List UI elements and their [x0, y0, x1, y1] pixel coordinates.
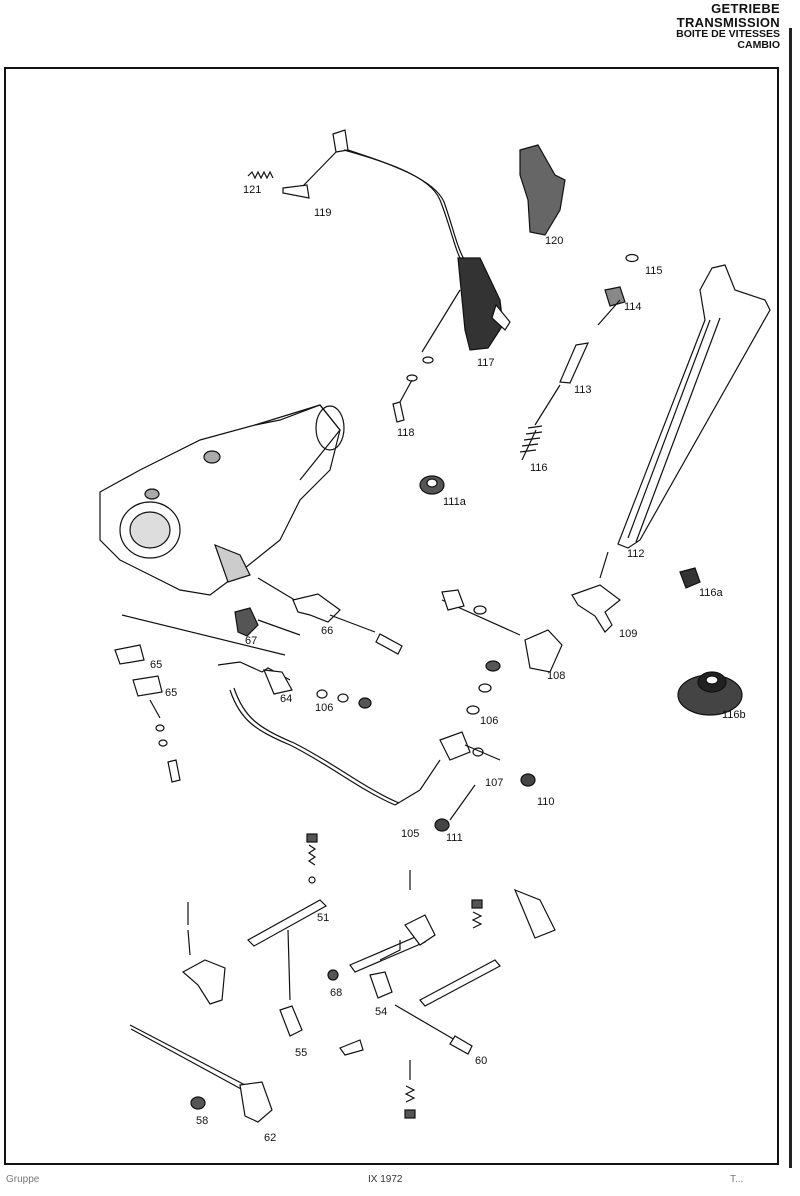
label-108: 108 — [547, 670, 565, 682]
label-62: 62 — [264, 1132, 276, 1144]
footer-right: T... — [730, 1174, 744, 1185]
label-116a: 116a — [699, 587, 724, 599]
label-110: 110 — [537, 796, 555, 808]
part-117-cable — [332, 129, 511, 353]
footer-left: Gruppe — [6, 1174, 40, 1185]
header-block: GETRIEBE TRANSMISSION BOITE DE VITESSES … — [676, 2, 780, 51]
label-111a: 111a — [443, 496, 467, 508]
part-58-washer — [190, 1096, 206, 1110]
title-transmission: TRANSMISSION — [676, 14, 780, 30]
part-fork-left — [181, 902, 226, 1005]
part-116-spring — [519, 425, 543, 461]
part-67-plug — [234, 607, 301, 637]
label-107: 107 — [485, 777, 503, 789]
label-115: 115 — [645, 265, 663, 277]
label-116: 116 — [530, 462, 548, 474]
label-68: 68 — [330, 987, 342, 999]
part-65-fitting — [114, 614, 286, 783]
label-113: 113 — [574, 384, 592, 396]
transmission-housing — [99, 404, 345, 609]
title-boite-de-vitesses: BOITE DE VITESSES — [676, 28, 780, 41]
part-115-washer — [625, 253, 639, 263]
part-60-bolt — [394, 1004, 473, 1055]
label-54: 54 — [375, 1006, 387, 1018]
label-106-left: 106 — [315, 702, 333, 714]
part-107-joint — [439, 731, 536, 787]
part-118-pin — [392, 356, 434, 423]
part-small-clip — [339, 1039, 364, 1056]
part-66-lever — [292, 593, 403, 655]
part-bottom-detent — [404, 1060, 416, 1119]
part-105-rod — [217, 661, 441, 806]
part-111a-bush — [419, 475, 445, 495]
label-116b: 116b — [722, 709, 746, 721]
part-108-flange — [441, 589, 563, 673]
part-114-bushing — [604, 286, 626, 307]
part-116b-boot — [677, 671, 743, 716]
title-getriebe: GETRIEBE — [711, 1, 780, 16]
label-51: 51 — [317, 912, 329, 924]
label-106-right: 106 — [480, 715, 498, 727]
label-112: 112 — [627, 548, 645, 560]
label-65-bottom: 65 — [165, 687, 177, 699]
part-113-rod — [534, 299, 621, 426]
part-62-selector — [129, 1024, 273, 1123]
label-121: 121 — [243, 184, 261, 196]
part-106-washers — [316, 660, 501, 715]
part-right-rail — [419, 888, 556, 1007]
label-118: 118 — [397, 427, 415, 439]
diagram-frame — [4, 67, 779, 1165]
label-114: 114 — [624, 301, 642, 313]
label-105: 105 — [401, 828, 419, 840]
part-109-bracket — [571, 584, 621, 633]
label-64: 64 — [280, 693, 292, 705]
label-120: 120 — [545, 235, 563, 247]
part-116a-clip — [679, 567, 701, 589]
label-109: 109 — [619, 628, 637, 640]
label-119: 119 — [314, 207, 332, 219]
label-66: 66 — [321, 625, 333, 637]
part-120-handle — [519, 144, 566, 236]
part-68-ball — [327, 969, 339, 981]
part-119-knob — [282, 149, 339, 199]
title-cambio: CAMBIO — [737, 39, 780, 52]
label-111: 111 — [446, 832, 463, 844]
part-mid-rail — [349, 870, 436, 973]
part-55-lever — [279, 1005, 303, 1037]
part-54-lever — [369, 971, 393, 999]
part-51-rail — [247, 833, 327, 1001]
part-111-bush — [434, 784, 476, 832]
label-58: 58 — [196, 1115, 208, 1127]
label-65-top: 65 — [150, 659, 162, 671]
label-60: 60 — [475, 1055, 487, 1067]
page-edge-bar — [789, 28, 792, 1168]
label-67: 67 — [245, 635, 257, 647]
footer-date: IX 1972 — [368, 1174, 403, 1185]
label-55: 55 — [295, 1047, 307, 1059]
part-112-lever — [599, 264, 771, 579]
part-121-spring — [247, 170, 274, 180]
label-117: 117 — [477, 357, 495, 369]
